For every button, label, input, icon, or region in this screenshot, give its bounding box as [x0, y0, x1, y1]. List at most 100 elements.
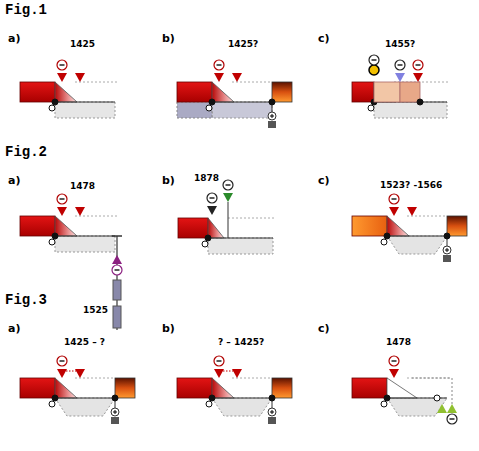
gate-block — [272, 82, 292, 102]
wall-block — [20, 378, 55, 398]
minus-badge — [447, 414, 457, 424]
joint-dot — [206, 105, 212, 111]
reference-line — [407, 216, 447, 217]
reference-line — [60, 371, 82, 372]
joint-dot — [206, 401, 212, 407]
marker-triangle — [75, 207, 85, 216]
ditch-area — [212, 398, 272, 416]
joint-dot — [209, 99, 215, 105]
date-label: 1425? — [228, 40, 258, 50]
reference-line — [75, 216, 117, 217]
joint-dot — [434, 395, 440, 401]
panel-letter: a) — [8, 33, 20, 45]
minus-sign — [60, 360, 65, 361]
reference-line — [217, 371, 239, 372]
date-label: 1878 — [194, 174, 219, 184]
joint-dot — [381, 401, 387, 407]
wall-block — [352, 216, 387, 236]
base-line — [55, 397, 115, 398]
plus-badge — [111, 408, 119, 416]
wall-block — [20, 216, 55, 236]
ground-area — [374, 102, 447, 118]
joint-dot — [52, 395, 58, 401]
panel-letter: a) — [8, 323, 20, 335]
minus-sign — [392, 198, 397, 199]
ditch-area — [387, 236, 447, 254]
joint-dot — [381, 239, 387, 245]
minus-badge — [369, 55, 379, 65]
marker-triangle — [389, 207, 399, 216]
joint-dot — [112, 395, 118, 401]
ramp — [212, 82, 234, 102]
plus-sign — [270, 114, 274, 118]
base-line — [208, 237, 273, 238]
lock-icon — [443, 255, 451, 262]
minus-sign — [217, 360, 222, 361]
date-label: 1455? — [385, 40, 415, 50]
panel-letter: a) — [8, 175, 20, 187]
base-line — [55, 235, 115, 236]
ground-area — [208, 238, 273, 254]
minus-badge — [57, 356, 67, 366]
wall-block — [400, 82, 420, 102]
marker-triangle — [232, 369, 242, 378]
panel-letter: b) — [162, 175, 175, 187]
marker-triangle — [223, 193, 233, 202]
ground-area — [55, 102, 115, 118]
reference-line — [75, 378, 115, 379]
date-label: 1425 – ? — [64, 338, 105, 348]
marker-triangle — [75, 369, 85, 378]
joint-dot — [49, 105, 55, 111]
wall-block — [20, 82, 55, 102]
outline-line — [412, 378, 452, 404]
ramp — [55, 82, 77, 102]
joint-dot — [202, 241, 208, 247]
marker-triangle — [112, 255, 122, 264]
minus-sign — [450, 418, 455, 419]
joint-dot — [368, 105, 374, 111]
plus-badge — [268, 408, 276, 416]
minus-sign — [372, 59, 377, 60]
minus-badge — [112, 265, 122, 275]
marker-triangle — [437, 404, 447, 413]
joint-dot — [49, 401, 55, 407]
marker-triangle — [214, 73, 224, 82]
ground-area — [55, 236, 115, 252]
wall-cap — [112, 235, 122, 237]
marker-triangle — [214, 369, 224, 378]
ramp — [55, 378, 77, 398]
minus-sign — [60, 64, 65, 65]
wall-block — [177, 378, 212, 398]
marker-triangle — [232, 73, 242, 82]
reference-line — [75, 82, 117, 83]
base-line — [387, 235, 447, 236]
minus-badge — [57, 60, 67, 70]
date-label: 1478 — [386, 338, 411, 348]
tower-block — [113, 306, 121, 328]
marker-triangle — [407, 207, 417, 216]
figure-title: Fig.2 — [5, 145, 47, 160]
ditch-area — [55, 398, 115, 416]
wall-block — [178, 218, 208, 238]
marker-triangle — [57, 369, 67, 378]
gate-block — [115, 378, 135, 398]
gate-block — [272, 378, 292, 398]
panel-letter: b) — [162, 323, 175, 335]
marker-triangle — [413, 73, 423, 82]
minus-sign — [392, 360, 397, 361]
minus-badge — [395, 60, 405, 70]
base-line — [212, 397, 272, 398]
minus-sign — [60, 198, 65, 199]
minus-badge — [57, 194, 67, 204]
wall-block — [352, 378, 387, 398]
figure-title: Fig.3 — [5, 293, 47, 308]
plus-sign — [445, 248, 449, 252]
joint-dot — [52, 99, 58, 105]
marker-triangle — [395, 73, 405, 82]
ramp — [55, 216, 77, 236]
minus-sign — [226, 184, 231, 185]
tower-block — [113, 280, 121, 300]
marker-triangle — [389, 369, 399, 378]
joint-dot — [444, 233, 450, 239]
